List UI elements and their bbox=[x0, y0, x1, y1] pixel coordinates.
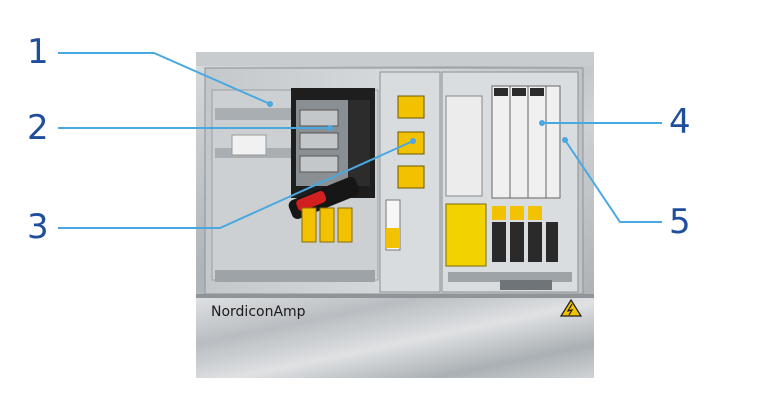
brand-label: NordiconAmp bbox=[211, 304, 306, 320]
leader-line-5 bbox=[564, 139, 662, 223]
warning-high-voltage-icon bbox=[559, 298, 583, 317]
callout-number-1: 1 bbox=[27, 32, 49, 72]
callout-number-5: 5 bbox=[669, 202, 691, 242]
callout-number-4: 4 bbox=[669, 102, 691, 142]
leader-line-1 bbox=[58, 52, 271, 105]
leader-endpoints bbox=[267, 101, 568, 144]
callout-number-2: 2 bbox=[27, 108, 49, 148]
main-switch bbox=[291, 88, 375, 198]
callout-leader-lines bbox=[58, 52, 662, 229]
callout-number-3: 3 bbox=[27, 207, 49, 247]
leader-line-3 bbox=[58, 140, 414, 229]
fuse-bases-left bbox=[301, 207, 353, 243]
fuse-switch-disconnectors bbox=[441, 71, 579, 293]
fuse-column-middle bbox=[379, 71, 441, 293]
